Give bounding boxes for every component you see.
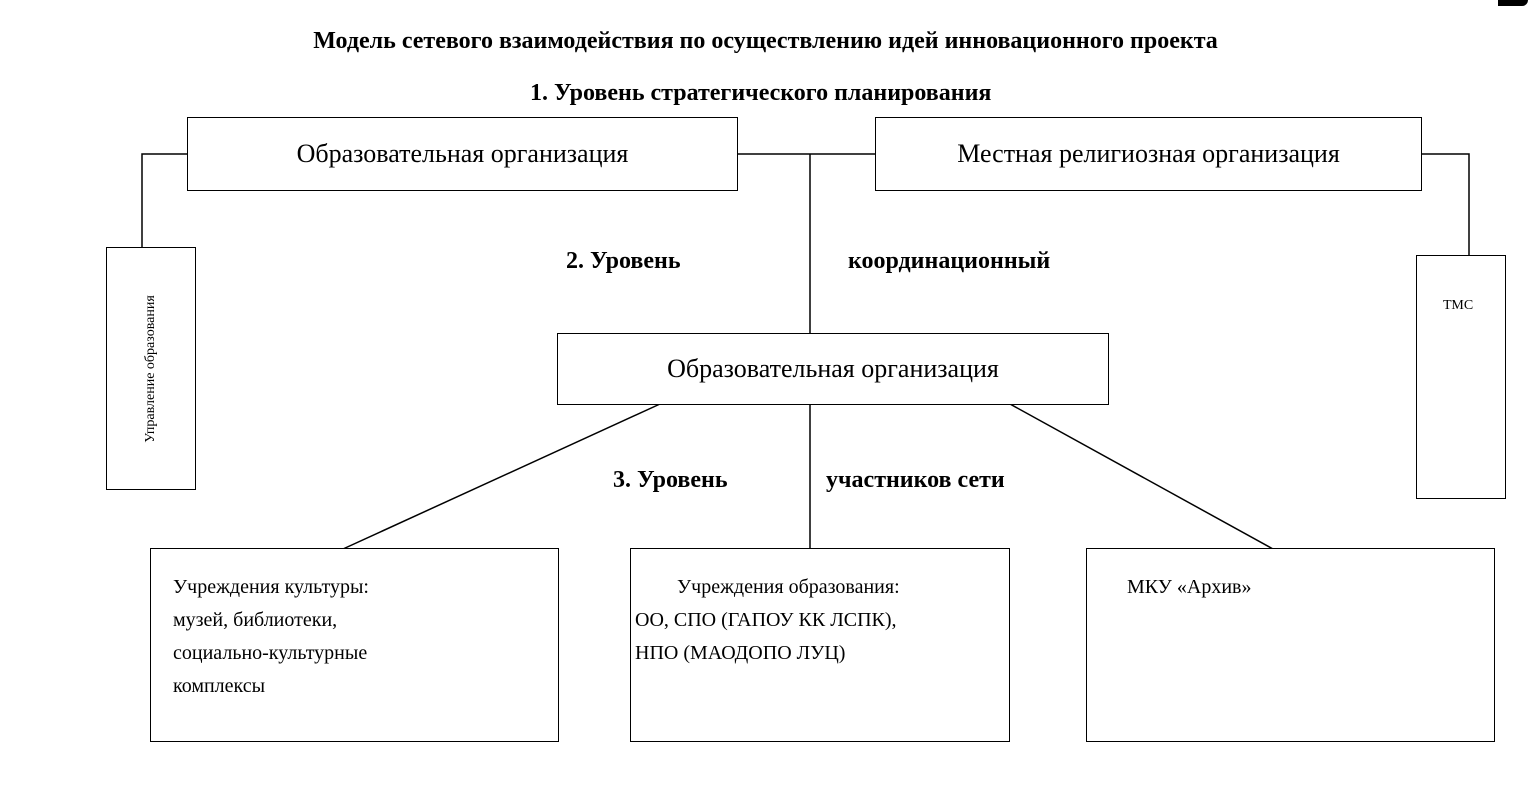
level3-label-part1: 3. Уровень — [613, 467, 728, 493]
level3-education-line: ОО, СПО (ГАПОУ КК ЛСПК), — [635, 609, 897, 631]
side-box-education-management: Управление образования — [106, 247, 196, 490]
level3-education-line: Учреждения образования: — [677, 576, 900, 598]
level3-culture-line: социально-культурные — [173, 642, 368, 664]
level2-educational-org-box: Образовательная организация — [557, 333, 1109, 405]
level3-education-box: Учреждения образования: ОО, СПО (ГАПОУ К… — [630, 548, 1010, 742]
level3-archive-line: МКУ «Архив» — [1127, 576, 1252, 598]
level3-culture-line: Учреждения культуры: — [173, 576, 369, 598]
connector-to-archive — [1009, 403, 1274, 550]
level3-culture-box: Учреждения культуры: музей, библиотеки, … — [150, 548, 559, 742]
level3-label-part2: участников сети — [826, 467, 1005, 493]
level2-label-part1: 2. Уровень — [566, 248, 681, 274]
level1-educational-org-box: Образовательная организация — [187, 117, 738, 191]
side-box-tms-label: ТМС — [1443, 298, 1474, 313]
level2-label-part2: координационный — [848, 248, 1051, 274]
side-box-tms: ТМС — [1416, 255, 1506, 499]
corner-fragment — [1498, 0, 1528, 6]
level3-culture-line: комплексы — [173, 675, 266, 697]
level1-educational-org-label: Образовательная организация — [296, 139, 629, 168]
side-box-education-management-label: Управление образования — [143, 294, 158, 443]
level2-educational-org-label: Образовательная организация — [667, 354, 999, 383]
level1-label: 1. Уровень стратегического планирования — [530, 80, 992, 106]
connector-left-side — [141, 153, 188, 248]
level3-culture-line: музей, библиотеки, — [173, 609, 338, 631]
level3-archive-box: МКУ «Архив» — [1086, 548, 1495, 742]
diagram-title: Модель сетевого взаимодействия по осущес… — [313, 28, 1218, 54]
level1-religious-org-box: Местная религиозная организация — [875, 117, 1422, 191]
level1-religious-org-label: Местная религиозная организация — [957, 139, 1340, 168]
level3-education-line: НПО (МАОДОПО ЛУЦ) — [635, 642, 846, 664]
connector-right-side — [1421, 153, 1470, 256]
